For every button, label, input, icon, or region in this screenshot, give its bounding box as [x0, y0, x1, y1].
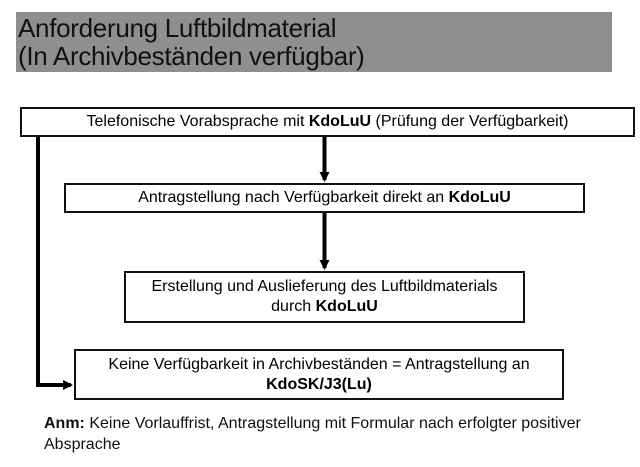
- step-keine-verfuegbarkeit: Keine Verfügbarkeit in Archivbeständen =…: [74, 349, 564, 400]
- step2-text: Antragstellung nach Verfügbarkeit direkt…: [138, 189, 449, 206]
- note-label: Anm:: [44, 415, 85, 432]
- step4-line2: KdoSK/J3(Lu): [76, 375, 562, 395]
- step-telefonische-vorabsprache: Telefonische Vorabsprache mit KdoLuU (Pr…: [20, 107, 635, 137]
- step-antragstellung: Antragstellung nach Verfügbarkeit direkt…: [64, 183, 585, 213]
- step-erstellung-auslieferung: Erstellung und Auslieferung des Luftbild…: [124, 271, 525, 323]
- step3-bold-org: KdoLuU: [315, 298, 378, 315]
- title-line-2: (In Archivbeständen verfügbar): [18, 41, 365, 71]
- step2-bold-org: KdoLuU: [448, 189, 511, 206]
- step3-line2: durch KdoLuU: [126, 297, 523, 317]
- title-banner: Anforderung Luftbildmaterial (In Archivb…: [16, 12, 612, 72]
- title-line-1: Anforderung Luftbildmaterial: [18, 13, 337, 43]
- note-text: Keine Vorlauffrist, Antragstellung mit F…: [44, 415, 581, 453]
- arrow-step1-to-step4: [36, 137, 73, 390]
- step3-line2-text: durch: [271, 298, 316, 315]
- step4-line1: Keine Verfügbarkeit in Archivbeständen =…: [108, 356, 530, 373]
- step1-text: Telefonische Vorabsprache mit: [86, 113, 309, 130]
- step3-line1: Erstellung und Auslieferung des Luftbild…: [151, 278, 498, 295]
- step1-bold-org: KdoLuU: [308, 113, 372, 130]
- step1-text-after: (Prüfung der Verfügbarkeit): [371, 113, 569, 130]
- remark-note: Anm: Keine Vorlauffrist, Antragstellung …: [44, 413, 604, 455]
- step4-bold-org: KdoSK/J3(Lu): [266, 376, 372, 393]
